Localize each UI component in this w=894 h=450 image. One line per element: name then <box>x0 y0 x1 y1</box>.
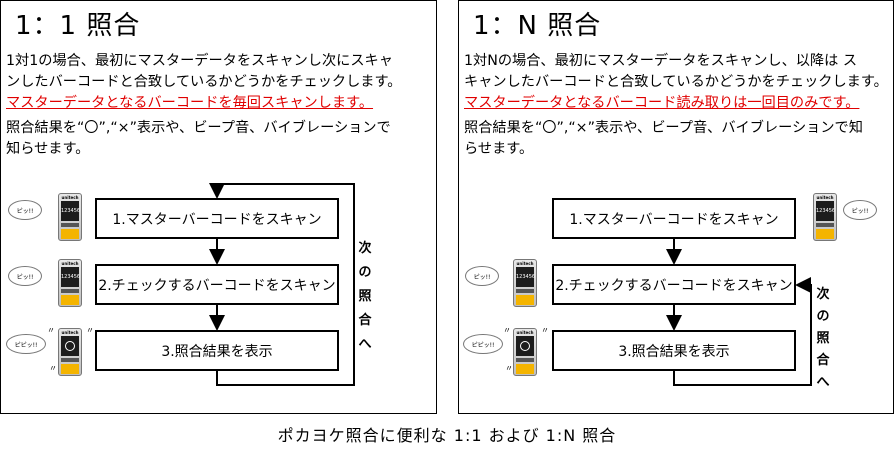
description-line: ンしたバーコードと合致しているかどうかをチェックします。 <box>6 74 402 90</box>
vibration-icon: 〃 <box>49 364 57 373</box>
loop-arrow <box>209 183 355 386</box>
step-box-1: 1.マスターバーコードをスキャン <box>552 198 796 239</box>
next-label-char: 合 <box>358 313 372 328</box>
next-label-char: 次 <box>816 287 830 302</box>
beep-bubble: ピピッ!! <box>463 334 503 354</box>
panel-title: 1：N 照合 <box>473 11 602 41</box>
description-line: 1対1の場合、最初にマスターデータをスキャンし次にスキャ <box>6 53 393 69</box>
next-label-char: へ <box>358 337 372 352</box>
beep-bubble: ピッ!! <box>8 266 42 286</box>
highlight-text: マスターデータとなるバーコード読み取りは一回目のみです。 <box>464 95 860 111</box>
loop-arrow <box>673 277 812 386</box>
vibration-icon: 〃 <box>86 326 94 335</box>
next-label-char: 次 <box>358 241 372 256</box>
beep-bubble: ピピッ!! <box>6 334 46 354</box>
scanner-result-icon: unitech <box>58 328 82 376</box>
step-box-3: 3.照合結果を表示 <box>552 330 796 371</box>
panel-1toN: 1：N 照合 1対Nの場合、最初にマスターデータをスキャンし、以降は ス キャン… <box>458 0 894 414</box>
step-box-3: 3.照合結果を表示 <box>95 330 339 371</box>
description-line: 1対Nの場合、最初にマスターデータをスキャンし、以降は ス <box>464 53 858 69</box>
next-label-char: 照 <box>816 331 830 346</box>
vibration-icon: 〃 <box>541 326 549 335</box>
flow-arrows <box>209 183 355 386</box>
panel-1to1: 1：1 照合 1対1の場合、最初にマスターデータをスキャンし次にスキャ ンしたバ… <box>0 0 437 414</box>
step-box-2: 2.チェックするバーコードをスキャン <box>552 264 796 305</box>
result-description-line: 照合結果を“〇”,“×”表示や、ビープ音、バイブレーションで知 <box>464 120 863 136</box>
description-line: キャンしたバーコードと合致しているかどうかをチェックします。 <box>464 74 888 90</box>
vibration-icon: 〃 <box>47 326 55 335</box>
next-label-char: の <box>358 265 372 280</box>
result-description-line: 照合結果を“〇”,“×”表示や、ビープ音、バイブレーションで <box>6 120 391 136</box>
beep-bubble: ピッ!! <box>843 200 877 220</box>
beep-bubble: ピッ!! <box>465 266 499 286</box>
flow-arrows <box>666 239 812 386</box>
vibration-icon: 〃 <box>505 364 513 373</box>
vibration-icon: 〃 <box>503 326 511 335</box>
figure-caption: ポカヨケ照合に便利な 1:1 および 1:N 照合 <box>277 426 617 445</box>
next-label-char: 合 <box>816 353 830 368</box>
result-description-line: らせます。 <box>464 141 534 157</box>
next-label-char: 照 <box>358 289 372 304</box>
panel-title: 1：1 照合 <box>15 11 141 41</box>
next-label-char: へ <box>816 375 830 390</box>
beep-bubble: ピッ!! <box>8 200 42 220</box>
result-description-line: 知らせます。 <box>6 141 90 157</box>
step-box-1: 1.マスターバーコードをスキャン <box>95 198 339 239</box>
next-label-char: の <box>816 309 830 324</box>
highlight-text: マスターデータとなるバーコードを毎回スキャンします。 <box>6 95 374 111</box>
scanner-result-icon: unitech <box>513 328 537 376</box>
step-box-2: 2.チェックするバーコードをスキャン <box>95 264 339 305</box>
